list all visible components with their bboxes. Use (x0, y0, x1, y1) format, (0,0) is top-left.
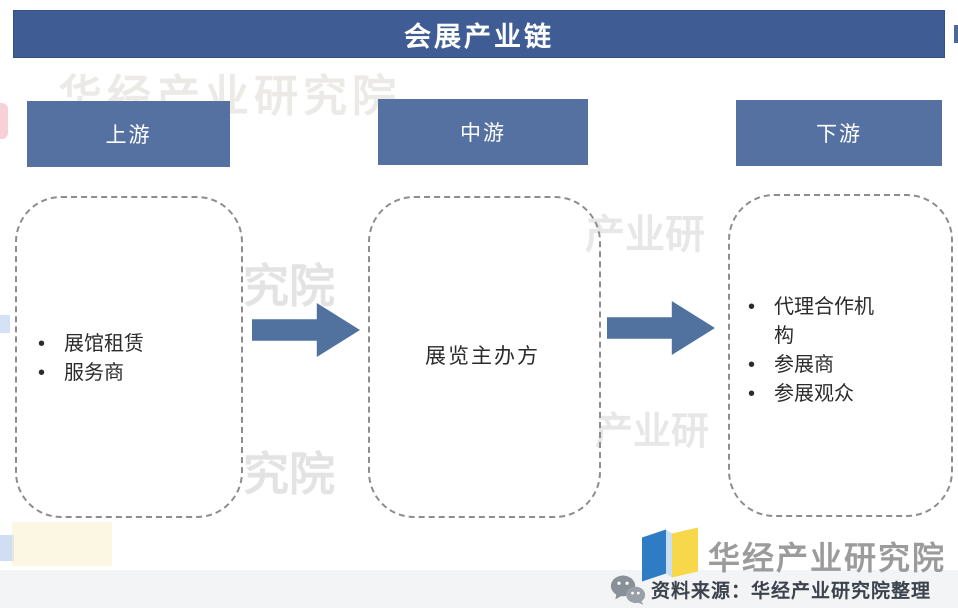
list-item-label: 代理合作机构 (774, 296, 874, 347)
stage-header-label: 上游 (105, 124, 152, 147)
list-item: 展馆租赁 (38, 330, 144, 359)
wechat-icon (610, 575, 646, 605)
downstream-item-list: 代理合作机构 参展商 参展观众 (748, 293, 914, 409)
source-text: 资料来源：华经产业研究院整理 (651, 581, 932, 602)
open-book-logo-icon (642, 527, 698, 582)
diagram-title: 会展产业链 (13, 10, 945, 58)
list-item-label: 服务商 (64, 362, 124, 384)
watermark-smudge (12, 522, 112, 566)
stage-header-label: 下游 (816, 123, 862, 146)
watermark-smudge (954, 25, 958, 43)
source-attribution: 资料来源：华经产业研究院整理 (610, 574, 931, 605)
flow-arrow-icon (252, 303, 360, 357)
bullet-dot-icon (38, 359, 64, 388)
bullet-dot-icon (748, 293, 774, 322)
stage-header-label: 中游 (460, 122, 506, 145)
upstream-item-list: 展馆租赁 服务商 (38, 330, 144, 388)
upstream-box (15, 196, 243, 518)
list-item: 参展商 (748, 351, 914, 380)
huajing-logo: 华经产业研究院 (640, 527, 946, 582)
bullet-dot-icon (38, 330, 64, 359)
list-item-label: 参展商 (774, 354, 834, 376)
list-item: 服务商 (38, 359, 144, 388)
footer-band (0, 570, 958, 608)
midstream-box (368, 196, 601, 518)
stage-header-downstream: 下游 (736, 100, 942, 166)
watermark-smudge (0, 315, 10, 333)
list-item: 参展观众 (748, 380, 914, 409)
stage-header-midstream: 中游 (378, 99, 588, 165)
downstream-box (728, 194, 953, 517)
list-item: 代理合作机构 (748, 293, 914, 351)
bullet-dot-icon (748, 351, 774, 380)
flow-arrow-icon (607, 301, 715, 355)
watermark-fragment: 产业研 (595, 411, 710, 453)
stage-header-upstream: 上游 (27, 101, 230, 167)
watermark-smudge (0, 103, 8, 139)
list-item-label: 参展观众 (774, 383, 854, 405)
midstream-label: 展览主办方 (425, 345, 540, 368)
diagram-title-label: 会展产业链 (404, 21, 554, 52)
bullet-dot-icon (748, 380, 774, 409)
watermark-smudge (0, 535, 14, 561)
watermark-fragment: 产业研 (585, 213, 705, 257)
watermark-fragment: 究院 (243, 448, 335, 500)
list-item-label: 展馆租赁 (64, 333, 144, 355)
huajing-logo-text: 华经产业研究院 (708, 540, 947, 576)
